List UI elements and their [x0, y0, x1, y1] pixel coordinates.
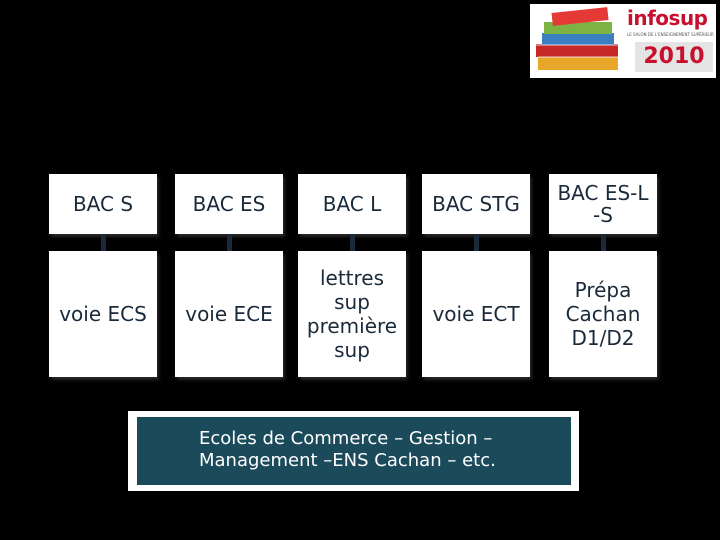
- connector-1: [101, 234, 106, 251]
- lettres-sup-box: lettres sup première sup: [298, 251, 406, 377]
- brand-tagline: LE SALON DE L'ENSEIGNEMENT SUPÉRIEUR: [627, 32, 714, 37]
- connector-3: [350, 234, 355, 251]
- prepa-cachan-label: Prépa Cachan D1/D2: [558, 278, 648, 350]
- brand-name: infosup: [627, 6, 708, 30]
- destination-label: Ecoles de Commerce – Gestion – Managemen…: [199, 428, 559, 472]
- connector-4: [474, 234, 479, 251]
- destination-box: Ecoles de Commerce – Gestion – Managemen…: [137, 417, 571, 485]
- bac-s-box: BAC S: [49, 174, 157, 234]
- voie-ect-box: voie ECT: [422, 251, 530, 377]
- voie-ecs-box: voie ECS: [49, 251, 157, 377]
- bac-esls-label: BAC ES-L -S: [555, 182, 651, 226]
- stacked-books-icon: [530, 4, 625, 78]
- bac-esls-box: BAC ES-L -S: [549, 174, 657, 234]
- bac-l-box: BAC L: [298, 174, 406, 234]
- bac-es-box: BAC ES: [175, 174, 283, 234]
- lettres-sup-label: lettres sup première sup: [302, 266, 402, 362]
- brand-year: 2010: [635, 42, 713, 72]
- infosup-logo: infosup LE SALON DE L'ENSEIGNEMENT SUPÉR…: [530, 4, 716, 78]
- connector-2: [227, 234, 232, 251]
- voie-ece-box: voie ECE: [175, 251, 283, 377]
- prepa-cachan-box: Prépa Cachan D1/D2: [549, 251, 657, 377]
- connector-5: [601, 234, 606, 251]
- bac-stg-box: BAC STG: [422, 174, 530, 234]
